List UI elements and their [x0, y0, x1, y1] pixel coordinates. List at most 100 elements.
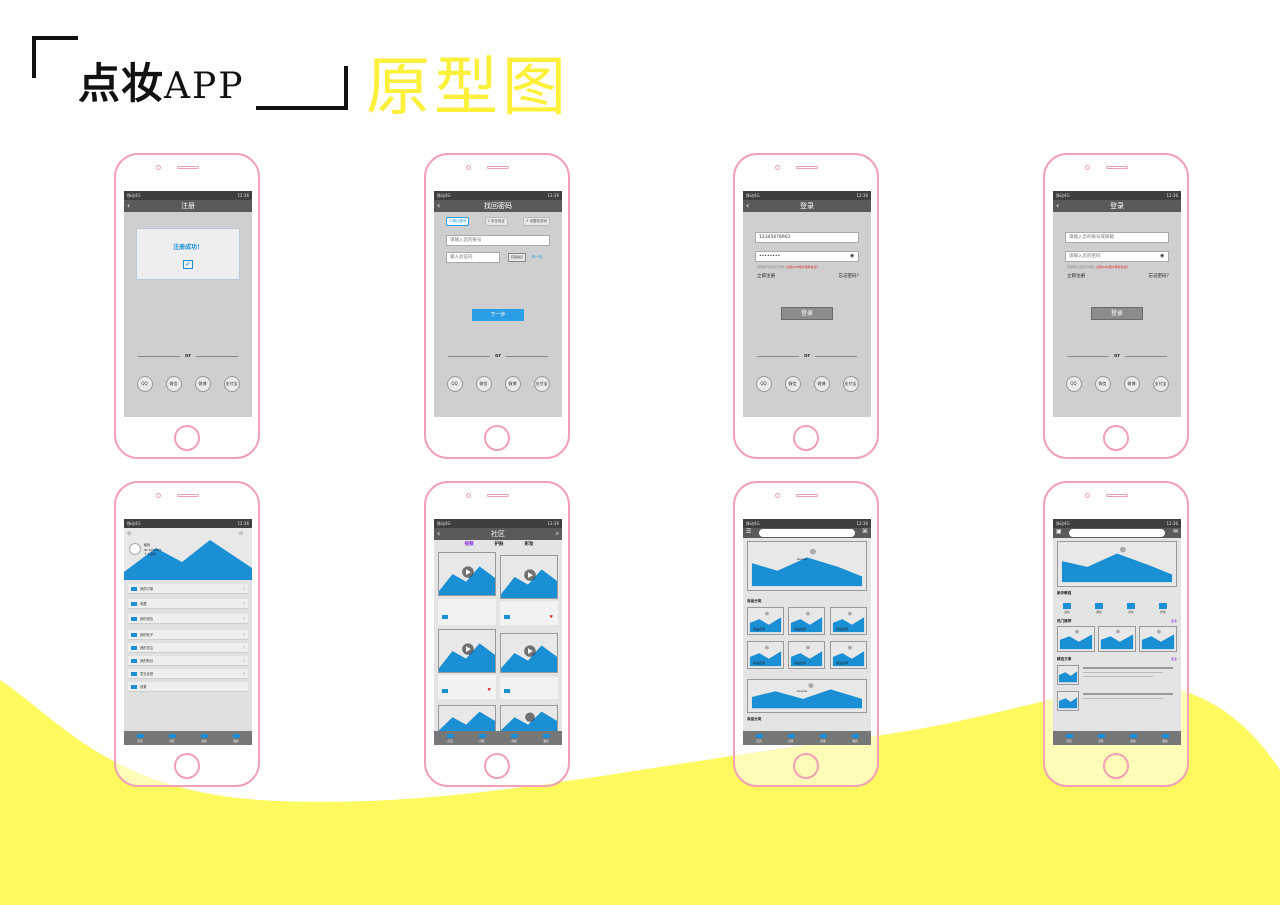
weibo-login-button[interactable]: 微博 — [194, 376, 211, 392]
home-button[interactable] — [174, 753, 200, 779]
hot-item-image[interactable] — [1057, 626, 1095, 652]
hot-item-image[interactable] — [1139, 626, 1177, 652]
list-item[interactable]: 我的订单› — [128, 584, 248, 594]
product-tile[interactable] — [747, 607, 784, 635]
home-button[interactable] — [484, 753, 510, 779]
subtab-skincare[interactable]: 护肤 — [494, 542, 504, 547]
search-icon[interactable]: ⌕ — [555, 530, 559, 537]
video-thumbnail[interactable] — [438, 629, 496, 673]
agreement-link[interactable]: 《点妆APP用户服务协议》 — [784, 265, 820, 269]
tab-mall[interactable]: 商城 — [198, 733, 210, 743]
alipay-login-button[interactable]: 支付宝 — [223, 376, 240, 392]
list-item[interactable]: 我的粉丝› — [128, 656, 248, 666]
login-button[interactable]: 登录 — [1091, 307, 1143, 320]
more-link[interactable]: 更多 — [1170, 657, 1177, 661]
product-tile[interactable] — [830, 641, 867, 669]
login-button[interactable]: 登录 — [781, 307, 833, 320]
contour-icon[interactable] — [1159, 603, 1167, 609]
home-button[interactable] — [793, 425, 819, 451]
back-icon[interactable]: ‹ — [437, 529, 441, 538]
weibo-login-button[interactable]: 微博 — [813, 376, 830, 392]
account-input[interactable]: 请输入您的账号或邮箱 — [1065, 232, 1169, 243]
search-input[interactable] — [1069, 529, 1165, 537]
video-thumbnail[interactable] — [438, 552, 496, 596]
account-input[interactable]: 12345678901 — [755, 232, 859, 243]
tab-mall[interactable]: 商城 — [508, 733, 520, 743]
wechat-login-button[interactable]: 微信 — [1094, 376, 1111, 392]
alipay-login-button[interactable]: 支付宝 — [533, 376, 550, 392]
register-link[interactable]: 立即注册 — [1067, 274, 1085, 279]
list-item[interactable]: 我的关注› — [128, 643, 248, 653]
back-icon[interactable]: ‹ — [127, 201, 131, 210]
eye-icon[interactable]: ◉ — [1160, 253, 1165, 259]
wechat-login-button[interactable]: 微信 — [784, 376, 801, 392]
article-thumbnail[interactable] — [1057, 691, 1079, 711]
account-input[interactable]: 请输入您的账号 — [446, 235, 550, 246]
list-item[interactable]: 意见反馈› — [128, 669, 248, 679]
lip-makeup-icon[interactable] — [1127, 603, 1135, 609]
home-button[interactable] — [1103, 425, 1129, 451]
weibo-login-button[interactable]: 微博 — [504, 376, 521, 392]
banner-image[interactable] — [1057, 541, 1177, 587]
gear-icon[interactable]: ⚙ — [127, 531, 132, 537]
list-item[interactable]: 我的钱包› — [128, 614, 248, 624]
heart-icon[interactable]: ♥ — [487, 687, 491, 692]
next-button[interactable]: 下一步 — [472, 309, 524, 321]
password-input[interactable]: 请输入您的密码 — [1065, 251, 1169, 262]
tab-mall[interactable]: 商城 — [1127, 733, 1139, 743]
tab-community[interactable]: 社区 — [476, 733, 488, 743]
agreement-link[interactable]: 《点妆APP用户服务协议》 — [1094, 265, 1130, 269]
product-tile[interactable] — [788, 607, 825, 635]
hot-item-image[interactable] — [1098, 626, 1136, 652]
search-input[interactable] — [759, 529, 855, 537]
promo-banner[interactable] — [747, 679, 867, 713]
tab-me[interactable]: 我的 — [540, 733, 552, 743]
foundation-icon[interactable] — [1063, 603, 1071, 609]
code-input[interactable]: 输入验证码 — [446, 252, 500, 263]
settings-icon[interactable]: ✉ — [239, 531, 244, 537]
tab-community[interactable]: 社区 — [785, 733, 797, 743]
qq-login-button[interactable]: QQ — [1065, 376, 1082, 392]
back-icon[interactable]: ‹ — [746, 201, 750, 210]
wechat-login-button[interactable]: 微信 — [475, 376, 492, 392]
home-button[interactable] — [174, 425, 200, 451]
home-button[interactable] — [484, 425, 510, 451]
forgot-password-link[interactable]: 忘记密码？ — [838, 274, 862, 279]
alipay-login-button[interactable]: 支付宝 — [1152, 376, 1169, 392]
eye-makeup-icon[interactable] — [1095, 603, 1103, 609]
tab-home[interactable]: 首页 — [444, 733, 456, 743]
more-link[interactable]: 更多 — [1170, 619, 1177, 623]
forgot-password-link[interactable]: 忘记密码？ — [1148, 274, 1172, 279]
tab-community[interactable]: 社区 — [1095, 733, 1107, 743]
password-input[interactable]: •••••••• — [755, 251, 859, 262]
back-icon[interactable]: ‹ — [1056, 201, 1060, 210]
video-thumbnail[interactable] — [438, 705, 496, 735]
product-tile[interactable] — [747, 641, 784, 669]
home-button[interactable] — [1103, 753, 1129, 779]
tab-community[interactable]: 社区 — [166, 733, 178, 743]
message-icon[interactable]: ✉ — [1172, 528, 1178, 535]
qq-login-button[interactable]: QQ — [755, 376, 772, 392]
tab-mall[interactable]: 商城 — [817, 733, 829, 743]
get-code-button[interactable]: 获取验证 — [508, 253, 526, 262]
subtab-video[interactable]: 视频 — [464, 542, 474, 547]
banner-image[interactable] — [747, 541, 867, 591]
alipay-login-button[interactable]: 支付宝 — [842, 376, 859, 392]
home-button[interactable] — [793, 753, 819, 779]
tab-home[interactable]: 首页 — [1063, 733, 1075, 743]
tab-home[interactable]: 首页 — [753, 733, 765, 743]
product-tile[interactable] — [788, 641, 825, 669]
qq-login-button[interactable]: QQ — [446, 376, 463, 392]
tab-me[interactable]: 我的 — [1159, 733, 1171, 743]
tab-home[interactable]: 首页 — [134, 733, 146, 743]
calendar-icon[interactable]: ▣ — [1056, 528, 1062, 535]
product-tile[interactable] — [830, 607, 867, 635]
qq-login-button[interactable]: QQ — [136, 376, 153, 392]
eye-icon[interactable]: ◉ — [850, 253, 855, 259]
tab-me[interactable]: 我的 — [849, 733, 861, 743]
weibo-login-button[interactable]: 微博 — [1123, 376, 1140, 392]
article-thumbnail[interactable] — [1057, 665, 1079, 685]
avatar[interactable] — [129, 543, 141, 555]
menu-icon[interactable]: ☰ — [746, 528, 752, 535]
list-item[interactable]: 设置 — [128, 682, 248, 692]
